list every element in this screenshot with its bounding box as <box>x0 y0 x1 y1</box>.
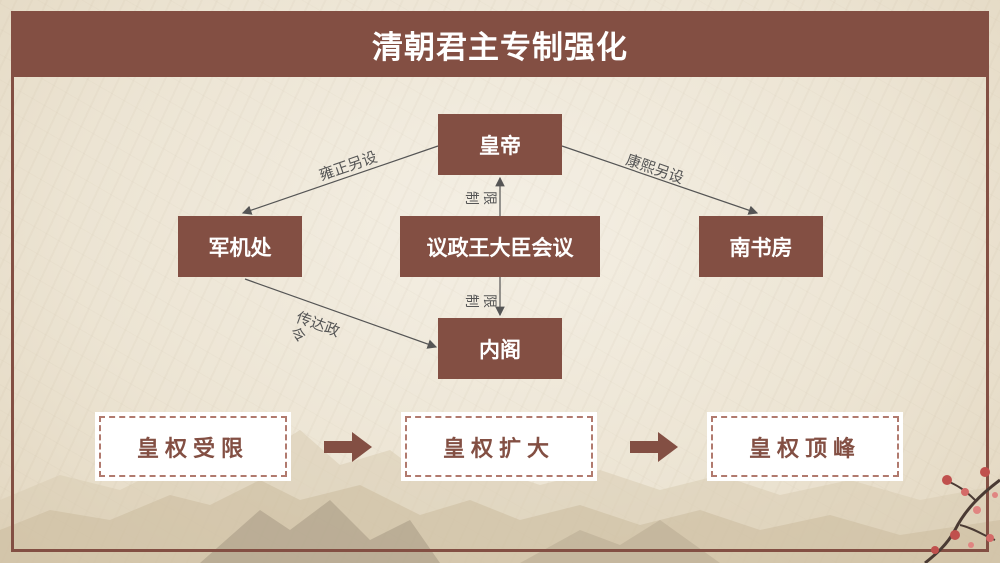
stage-label-1: 皇权受限 <box>99 416 287 477</box>
stage-label-2: 皇权扩大 <box>405 416 593 477</box>
page-title: 清朝君主专制强化 <box>372 29 628 66</box>
stage-label-3: 皇权顶峰 <box>711 416 899 477</box>
plum-blossom-decoration <box>924 467 1000 563</box>
title-bar: 清朝君主专制强化 <box>11 11 989 77</box>
stage-box-1: 皇权受限 <box>95 412 291 481</box>
right-arrow-icon <box>630 432 678 462</box>
node-emperor: 皇帝 <box>438 114 562 175</box>
stage-box-3: 皇权顶峰 <box>707 412 903 481</box>
label-limit-bottom: 限制 <box>463 294 497 308</box>
node-junjichu: 军机处 <box>178 216 302 277</box>
right-arrow-icon <box>324 432 372 462</box>
label-limit-top: 限制 <box>463 191 497 205</box>
stage-box-2: 皇权扩大 <box>401 412 597 481</box>
node-nanshufang: 南书房 <box>699 216 823 277</box>
node-council: 议政王大臣会议 <box>400 216 600 277</box>
node-neige: 内阁 <box>438 318 562 379</box>
